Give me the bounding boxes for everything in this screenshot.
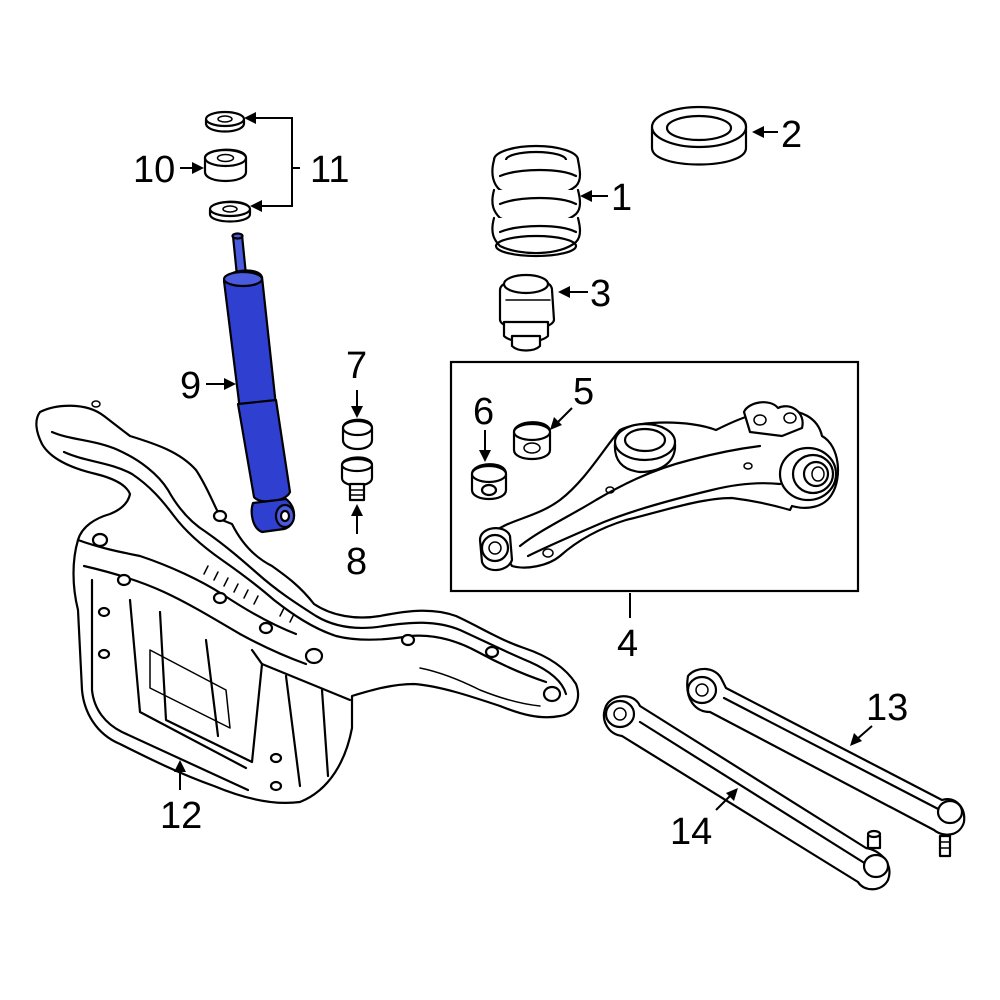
part-7-nut[interactable] [341, 418, 374, 451]
part-11-upper-washer[interactable] [204, 110, 246, 133]
part-4-control-arm[interactable] [478, 401, 839, 572]
callout-14: 14 [670, 811, 712, 853]
part-10-insulator[interactable] [203, 148, 248, 182]
part-5-bushing[interactable] [512, 421, 552, 461]
callout-8: 8 [346, 541, 367, 583]
callout-11: 11 [310, 149, 349, 191]
callout-10: 10 [133, 149, 175, 191]
callout-1: 1 [611, 177, 632, 219]
callout-12: 12 [160, 795, 202, 837]
part-13-lateral-link[interactable] [686, 667, 966, 858]
callout-labels: 11 10 9 7 8 1 2 3 6 5 4 12 13 14 [133, 114, 908, 853]
part-9-shock-absorber[interactable] [222, 232, 296, 534]
callout-4: 4 [617, 623, 638, 665]
part-14-lateral-link[interactable] [602, 695, 891, 891]
part-1-coil-spring[interactable] [491, 144, 582, 258]
callout-2: 2 [781, 114, 802, 156]
part-8-bolt[interactable] [340, 456, 374, 502]
part-4-group-box [449, 360, 860, 593]
callout-13: 13 [866, 687, 908, 729]
part-3-bump-stop[interactable] [498, 273, 556, 352]
callout-3: 3 [590, 273, 611, 315]
part-11-lower-washer[interactable] [208, 200, 252, 223]
part-6-bushing[interactable] [470, 463, 508, 501]
callout-7: 7 [346, 345, 367, 387]
part-12-subframe[interactable] [35, 400, 580, 804]
callout-6: 6 [473, 391, 494, 433]
part-2-spring-insulator[interactable] [650, 105, 748, 166]
callout-9: 9 [180, 365, 201, 407]
callout-leaders [174, 112, 873, 811]
callout-5: 5 [573, 371, 594, 413]
